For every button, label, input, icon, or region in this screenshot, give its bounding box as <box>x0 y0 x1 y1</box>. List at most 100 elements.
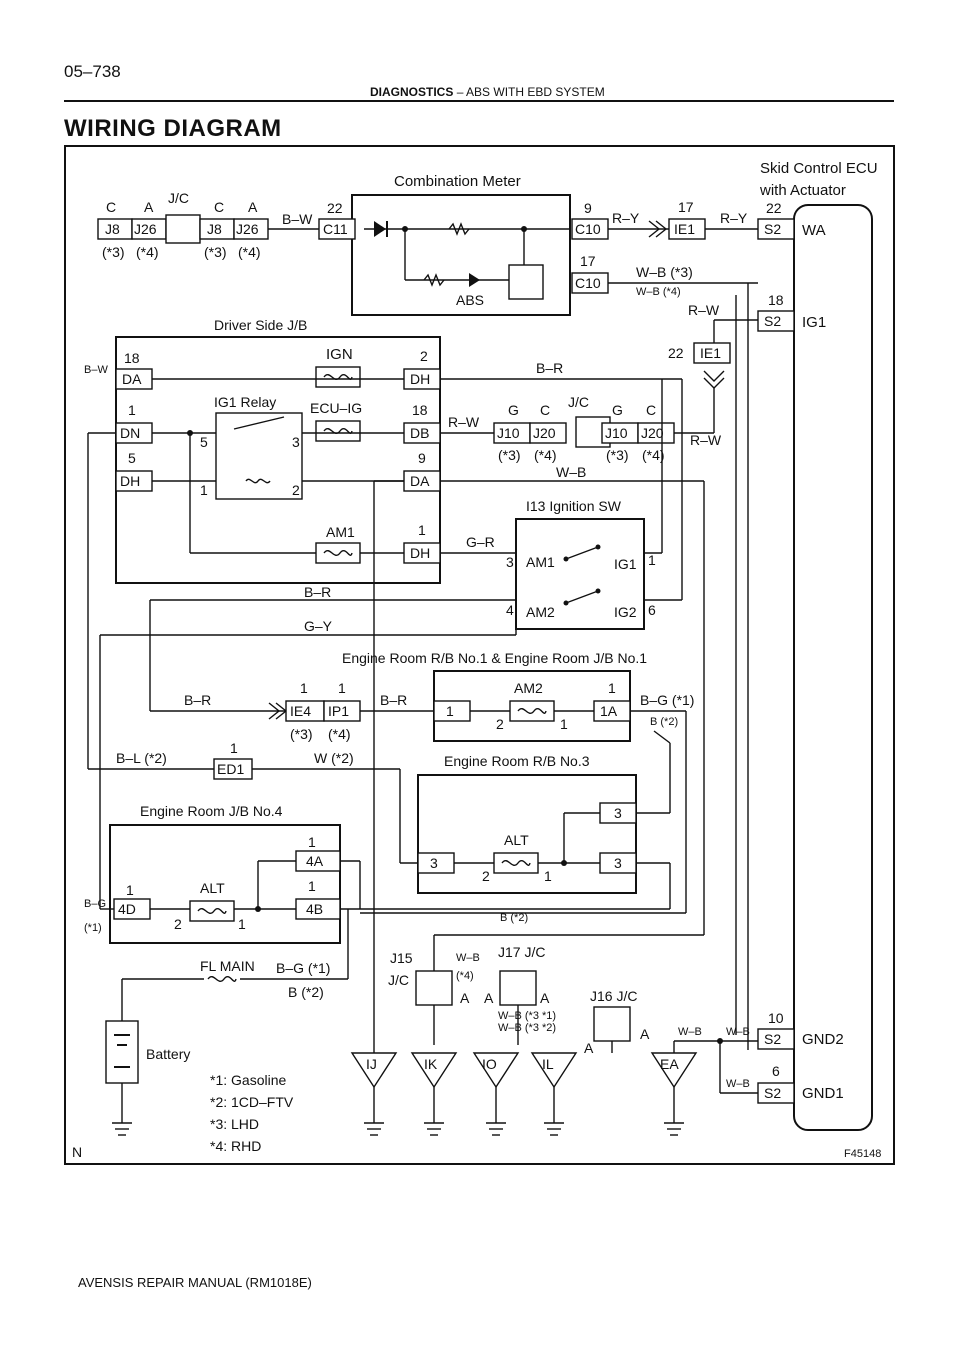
ignition-sw-label: I13 Ignition SW <box>526 498 622 514</box>
svg-text:C10: C10 <box>575 221 601 237</box>
j16-label: J16 J/C <box>590 988 637 1004</box>
svg-text:1: 1 <box>128 402 136 418</box>
battery-circuit: FL MAIN B–G (*1) B (*2) Battery <box>105 909 349 1136</box>
svg-text:J8: J8 <box>105 221 120 237</box>
page-footer: AVENSIS REPAIR MANUAL (RM1018E) <box>78 1275 312 1290</box>
svg-text:A: A <box>484 990 494 1006</box>
driver-jb-label: Driver Side J/B <box>214 317 307 333</box>
svg-text:W–B: W–B <box>726 1026 750 1038</box>
alt-fuse-label-jb4: ALT <box>200 880 225 896</box>
svg-text:4D: 4D <box>118 901 136 917</box>
combination-meter-internals: ABS <box>364 221 570 308</box>
svg-text:W (*2): W (*2) <box>314 750 354 766</box>
svg-text:1A: 1A <box>600 703 618 719</box>
svg-text:2: 2 <box>496 716 504 732</box>
svg-text:(*4): (*4) <box>328 726 351 742</box>
svg-text:A: A <box>460 990 470 1006</box>
svg-text:ED1: ED1 <box>217 761 244 777</box>
svg-text:W–B (*3 *1): W–B (*3 *1) <box>498 1010 556 1022</box>
svg-text:18: 18 <box>768 292 784 308</box>
skid-ecu-label: Skid Control ECU <box>760 160 878 177</box>
fl-main-label: FL MAIN <box>200 958 255 974</box>
svg-text:1: 1 <box>200 482 208 498</box>
svg-text:3: 3 <box>430 855 438 871</box>
svg-text:J20: J20 <box>641 425 664 441</box>
figure-id: F45148 <box>844 1148 881 1160</box>
svg-text:1: 1 <box>560 716 568 732</box>
ground-io: IO <box>482 1056 497 1072</box>
svg-text:AM2: AM2 <box>526 604 555 620</box>
svg-text:IE4: IE4 <box>290 703 311 719</box>
svg-text:W–B (*4): W–B (*4) <box>636 286 681 298</box>
svg-text:DH: DH <box>120 473 140 489</box>
svg-text:R–W: R–W <box>448 414 480 430</box>
svg-text:1: 1 <box>338 680 346 696</box>
page-header: DIAGNOSTICS – ABS WITH EBD SYSTEM <box>370 85 605 99</box>
svg-text:1: 1 <box>446 703 454 719</box>
svg-text:G: G <box>612 402 623 418</box>
svg-text:DA: DA <box>410 473 430 489</box>
er-rb1-label: Engine Room R/B No.1 & Engine Room J/B N… <box>342 650 647 666</box>
ground-il: IL <box>542 1056 554 1072</box>
svg-text:3: 3 <box>614 805 622 821</box>
ecu-pin-gnd2: GND2 <box>802 1031 844 1048</box>
svg-text:1: 1 <box>230 740 238 756</box>
svg-text:4: 4 <box>506 602 514 618</box>
svg-text:2: 2 <box>174 916 182 932</box>
junction-connectors: J15 J/C W–B (*4) A A J17 J/C A W–B (*3 *… <box>373 480 758 1094</box>
svg-text:(*3): (*3) <box>102 244 125 260</box>
svg-text:R–Y: R–Y <box>720 210 748 226</box>
er-jb4-box <box>109 824 341 944</box>
er-rb3-label: Engine Room R/B No.3 <box>444 753 590 769</box>
wiring-diagram: Skid Control ECU with Actuator WA IG1 GN… <box>64 145 895 1165</box>
page-number: 05–738 <box>64 62 121 81</box>
svg-text:B–R: B–R <box>304 584 331 600</box>
ig1-relay-label: IG1 Relay <box>214 394 276 410</box>
ecu-pin-gnd1: GND1 <box>802 1085 844 1102</box>
skid-ecu-box <box>793 204 873 1131</box>
svg-text:W–B: W–B <box>556 464 586 480</box>
abs-label: ABS <box>456 292 484 308</box>
svg-text:2: 2 <box>292 482 300 498</box>
svg-text:DA: DA <box>122 371 142 387</box>
svg-text:(*4): (*4) <box>456 970 474 982</box>
svg-text:J/C: J/C <box>568 394 589 410</box>
svg-text:A: A <box>144 199 154 215</box>
am1-fuse-label: AM1 <box>326 524 355 540</box>
svg-text:1: 1 <box>238 916 246 932</box>
svg-text:1: 1 <box>544 868 552 884</box>
note-4: *4: RHD <box>210 1138 261 1154</box>
svg-text:9: 9 <box>584 200 592 216</box>
subsection-name: ABS WITH EBD SYSTEM <box>466 85 605 99</box>
svg-text:IP1: IP1 <box>328 703 349 719</box>
svg-text:(*3): (*3) <box>204 244 227 260</box>
svg-text:22: 22 <box>327 200 343 216</box>
svg-text:W–B: W–B <box>456 952 480 964</box>
svg-text:R–W: R–W <box>690 432 722 448</box>
svg-text:5: 5 <box>128 450 136 466</box>
svg-text:B–R: B–R <box>536 360 563 376</box>
svg-text:1: 1 <box>300 680 308 696</box>
ground-points: IJ IK IO IL EA <box>350 1052 698 1136</box>
svg-text:17: 17 <box>678 199 694 215</box>
svg-text:(*4): (*4) <box>534 447 557 463</box>
svg-text:AM1: AM1 <box>526 554 555 570</box>
svg-text:J10: J10 <box>605 425 628 441</box>
note-3: *3: LHD <box>210 1116 259 1132</box>
svg-text:S2: S2 <box>764 221 781 237</box>
ignition-sw-box <box>515 518 645 630</box>
svg-text:18: 18 <box>124 350 140 366</box>
j15-jc-label: J/C <box>388 972 409 988</box>
battery-label: Battery <box>146 1046 190 1062</box>
svg-text:B–W: B–W <box>84 364 108 376</box>
svg-text:6: 6 <box>648 602 656 618</box>
svg-text:R–W: R–W <box>688 302 720 318</box>
svg-text:B–L (*2): B–L (*2) <box>116 750 167 766</box>
svg-text:G–R: G–R <box>466 534 495 550</box>
